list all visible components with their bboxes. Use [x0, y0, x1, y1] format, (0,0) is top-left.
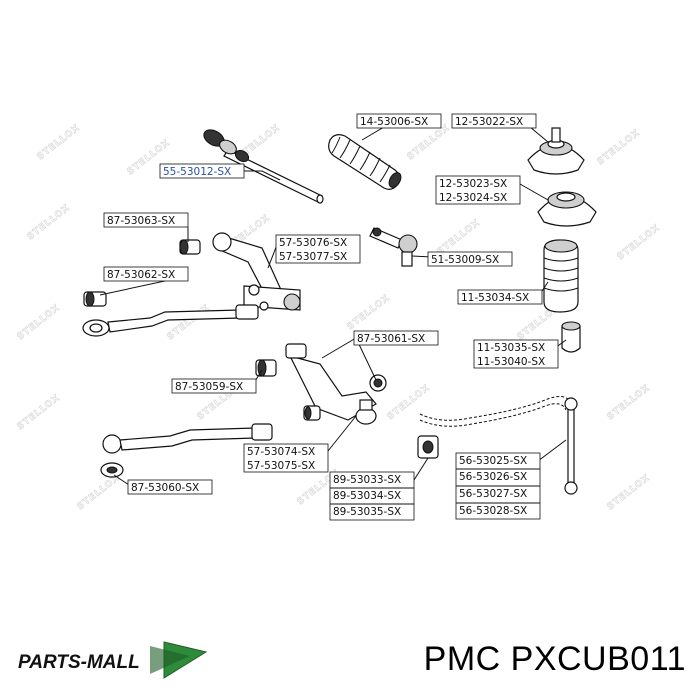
bump-stop-boot-part	[543, 239, 579, 313]
part-label: 11-53034-SX	[461, 292, 529, 304]
parts-mall-logo: PARTS-MALL	[18, 641, 208, 679]
control-arm-bushing-part	[255, 359, 277, 377]
strut-mount-bearing-part	[537, 191, 597, 227]
stabilizer-bushing-part	[417, 435, 439, 459]
part-label: 56-53027-SX	[459, 488, 527, 500]
part-label: 89-53035-SX	[333, 506, 401, 518]
watermark: STELLOX	[606, 383, 652, 422]
watermark: STELLOX	[606, 473, 652, 512]
watermark: STELLOX	[76, 473, 122, 512]
part-label: 57-53077-SX	[279, 251, 347, 263]
logo-text: PARTS-MALL	[18, 652, 140, 673]
lateral-link-part	[82, 291, 259, 337]
part-label: 14-53006-SX	[360, 116, 428, 128]
part-label: 89-53034-SX	[333, 490, 401, 502]
part-label: 11-53035-SX	[477, 342, 545, 354]
part-label: 87-53063-SX	[107, 215, 175, 227]
watermark: STELLOX	[346, 293, 392, 332]
watermark: STELLOX	[596, 128, 642, 167]
watermark: STELLOX	[16, 393, 62, 432]
logo-arrow-shadow-icon	[150, 646, 190, 674]
steering-boot-part	[328, 134, 402, 190]
watermark: STELLOX	[26, 203, 72, 242]
part-label: 55-53012-SX	[163, 166, 231, 178]
watermark: STELLOX	[166, 303, 212, 342]
watermark: STELLOX	[16, 303, 62, 342]
strut-mount-top-part	[527, 127, 585, 175]
part-label: 87-53059-SX	[175, 381, 243, 393]
watermark: STELLOX	[406, 123, 452, 162]
arm-bushing-part	[179, 239, 201, 255]
part-label: 56-53026-SX	[459, 471, 527, 483]
part-labels: 55-53012-SX 14-53006-SX 12-53022-SX 12-5…	[103, 113, 559, 521]
part-label: 51-53009-SX	[431, 254, 499, 266]
part-code: PMC PXCUB011	[423, 640, 686, 678]
lower-control-arm-part	[285, 343, 387, 425]
part-label: 87-53060-SX	[131, 482, 199, 494]
watermark: STELLOX	[436, 218, 482, 257]
watermark-layer: STELLOX STELLOX STELLOX STELLOX STELLOX …	[15, 123, 662, 513]
part-label: 57-53076-SX	[279, 237, 347, 249]
part-label: 12-53024-SX	[439, 192, 507, 204]
tie-rod-end-part	[369, 227, 418, 267]
part-label: 12-53022-SX	[455, 116, 523, 128]
part-label: 56-53025-SX	[459, 455, 527, 467]
bump-stop-part	[561, 321, 581, 353]
part-label: 87-53062-SX	[107, 269, 175, 281]
part-label: 57-53075-SX	[247, 460, 315, 472]
watermark: STELLOX	[616, 223, 662, 262]
upper-control-arm-part	[212, 232, 301, 311]
small-bushing-part	[303, 405, 321, 421]
part-label: 11-53040-SX	[477, 356, 545, 368]
stabilizer-bar-part	[419, 396, 578, 495]
watermark: STELLOX	[36, 123, 82, 162]
trailing-link-part	[100, 423, 273, 478]
part-label: 87-53061-SX	[357, 333, 425, 345]
part-label: 12-53023-SX	[439, 178, 507, 190]
part-label: 57-53074-SX	[247, 446, 315, 458]
part-label: 89-53033-SX	[333, 474, 401, 486]
part-label: 56-53028-SX	[459, 505, 527, 517]
